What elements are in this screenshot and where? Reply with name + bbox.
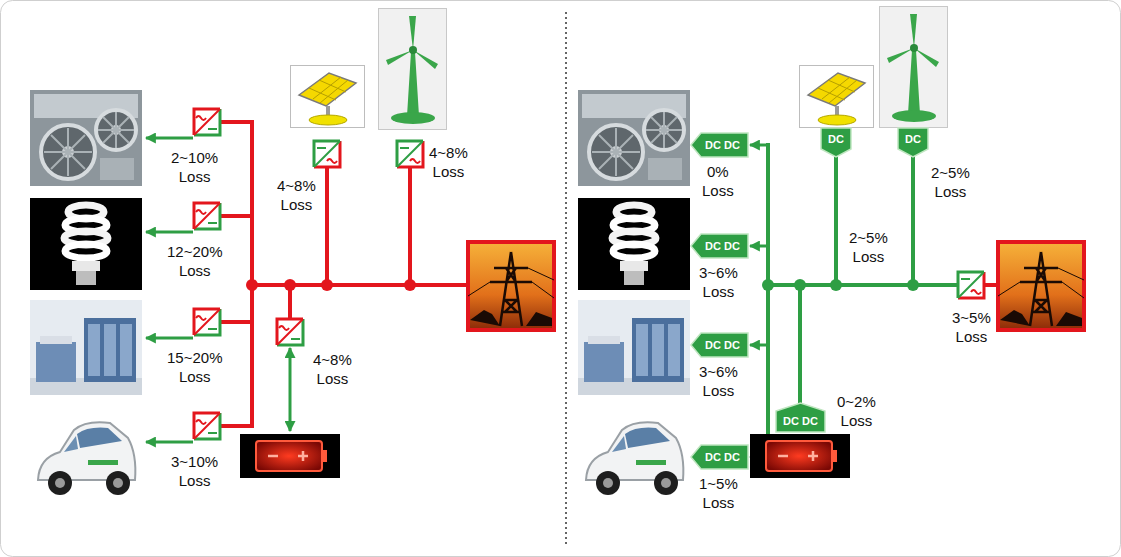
loss-label: 3~5% Loss	[952, 308, 991, 346]
loss-label: 1~5% Loss	[699, 474, 738, 512]
dc-bus	[768, 143, 957, 459]
loss-label: 12~20% Loss	[167, 242, 222, 280]
dc-junction-dots	[762, 279, 919, 291]
loss-label: 4~8% Loss	[429, 143, 468, 181]
dc-branch-arrows	[750, 145, 768, 457]
load-icons	[578, 90, 690, 508]
dc-converter: DC DC	[691, 333, 748, 357]
converter-text: DC	[905, 132, 921, 146]
dc-converter: DC DC	[691, 133, 748, 157]
loss-label: 0% Loss	[702, 162, 734, 200]
source-icons	[750, 7, 1084, 479]
loss-label: 4~8% Loss	[313, 350, 352, 388]
converter-symbols	[194, 109, 423, 439]
source-icons	[240, 9, 554, 479]
converter-shape	[776, 403, 825, 432]
dc-converter: DC DC	[691, 445, 748, 469]
converter-shape	[898, 128, 928, 157]
converter-text: DC DC	[705, 450, 740, 464]
divider	[565, 12, 567, 545]
dc-converter: DC	[821, 128, 851, 157]
converter-shape	[691, 133, 748, 157]
converter-shape	[821, 128, 851, 157]
loss-label: 3~6% Loss	[699, 263, 738, 301]
dc-converter: DC DC	[776, 403, 825, 432]
loss-label: 0~2% Loss	[837, 392, 876, 430]
loss-label: 2~10% Loss	[171, 148, 218, 186]
converter-shape	[691, 445, 748, 469]
converter-text: DC	[828, 132, 844, 146]
loss-label: 2~5% Loss	[849, 228, 888, 266]
converter-text: DC DC	[705, 338, 740, 352]
converter-text: DC DC	[705, 239, 740, 253]
dc-converter: DC DC	[691, 234, 748, 258]
load-icons	[30, 90, 142, 508]
loss-label: 15~20% Loss	[167, 348, 222, 386]
ac-bus	[221, 120, 468, 428]
loss-label: 3~10% Loss	[171, 452, 218, 490]
converter-text: DC DC	[705, 138, 740, 152]
ac-junction-dots	[246, 279, 416, 291]
loss-label: 3~6% Loss	[699, 362, 738, 400]
loss-label: 2~5% Loss	[931, 163, 970, 201]
converter-shape	[691, 333, 748, 357]
loss-label: 4~8% Loss	[277, 176, 316, 214]
dc-feed-arrows	[146, 138, 290, 442]
converter-text: DC DC	[783, 414, 818, 428]
grid-converter	[958, 272, 984, 298]
dc-converter: DC	[898, 128, 928, 157]
converter-shape	[691, 234, 748, 258]
